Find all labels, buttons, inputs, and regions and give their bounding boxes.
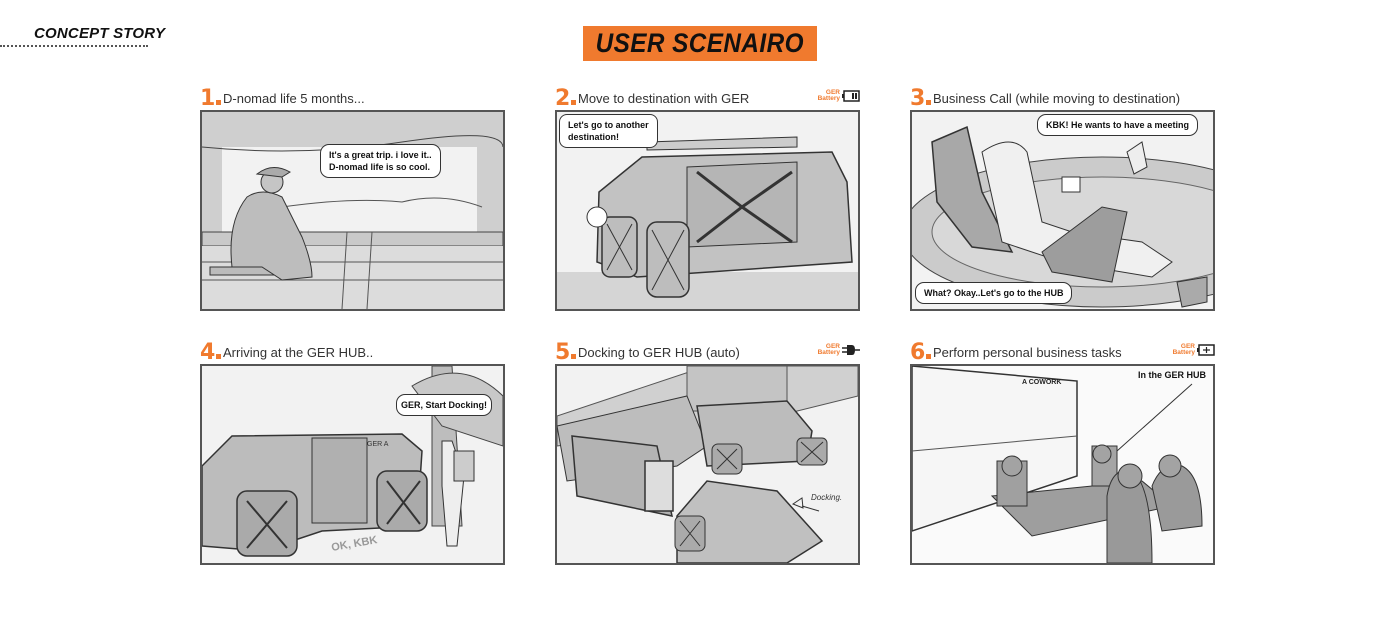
sketch-arriving-hub: OK, KBK GER A xyxy=(202,366,503,557)
battery-label-bottom: Battery xyxy=(1172,349,1195,356)
panel-caption: Business Call (while moving to destinati… xyxy=(933,91,1181,106)
speech-bubble: KBK! He wants to have a meeting xyxy=(1037,114,1199,136)
vehicle-label: GER A xyxy=(367,441,389,448)
storyboard-panel-4: 4 Arriving at the GER HUB.. OK, KBK GER … xyxy=(200,340,505,565)
sketch-frame: A COWORK In the GER HUB xyxy=(910,364,1215,565)
speech-bubble: Let's go to another destination! xyxy=(559,114,658,148)
speech-line: What? Okay..Let's go to the HUB xyxy=(924,288,1064,298)
battery-half-icon xyxy=(842,90,860,102)
speech-bubble-reply: What? Okay..Let's go to the HUB xyxy=(915,282,1073,304)
speech-line: D-nomad life is so cool. xyxy=(329,162,431,172)
sketch-camping-scene xyxy=(202,112,503,309)
sketch-cowork-meeting: A COWORK xyxy=(912,366,1203,563)
location-label: In the GER HUB xyxy=(1138,370,1207,380)
sketch-frame: KBK! He wants to have a meeting What? Ok… xyxy=(910,110,1215,311)
page-title: USER SCENAIRO xyxy=(595,28,805,58)
panel-caption: Arriving at the GER HUB.. xyxy=(223,345,374,360)
dotted-divider xyxy=(0,45,148,47)
sketch-frame: OK, KBK GER A GER, Start Docking! xyxy=(200,364,505,565)
panel-caption: Perform personal business tasks xyxy=(933,345,1122,360)
speech-line: Let's go to another xyxy=(568,120,649,130)
cowork-sign: A COWORK xyxy=(1022,379,1061,386)
ground-projection-text: OK, KBK xyxy=(330,534,378,554)
battery-label-top: GER xyxy=(825,343,840,350)
storyboard-panel-1: 1 D-nomad life 5 months... It's a great … xyxy=(200,86,505,311)
panel-number: 2 xyxy=(555,86,576,111)
panel-number: 1 xyxy=(200,86,221,111)
sketch-frame: Let's go to another destination! xyxy=(555,110,860,311)
panel-number: 5 xyxy=(555,340,576,365)
panel-caption: Docking to GER HUB (auto) xyxy=(578,345,740,360)
speech-line: destination! xyxy=(568,132,619,142)
sketch-vehicle-rear xyxy=(557,136,858,309)
sketch-reclining-seat xyxy=(912,125,1213,308)
panel-number: 4 xyxy=(200,340,221,365)
title-banner: USER SCENAIRO xyxy=(583,26,817,61)
speech-line: It's a great trip. i love it.. xyxy=(329,150,432,160)
storyboard-panel-3: 3 Business Call (while moving to destina… xyxy=(910,86,1215,311)
panel-number: 6 xyxy=(910,340,931,365)
battery-label-top: GER xyxy=(1180,343,1195,350)
panel-caption: Move to destination with GER xyxy=(578,91,750,106)
speech-line: KBK! He wants to have a meeting xyxy=(1046,120,1190,130)
docking-annotation: Docking. xyxy=(811,493,842,502)
sketch-frame: It's a great trip. i love it.. D-nomad l… xyxy=(200,110,505,311)
speech-bubble: It's a great trip. i love it.. D-nomad l… xyxy=(320,144,441,178)
panel-number: 3 xyxy=(910,86,931,111)
sketch-frame: Docking. xyxy=(555,364,860,565)
battery-label-bottom: Battery xyxy=(817,349,840,356)
battery-label-top: GER xyxy=(825,89,840,96)
panel-caption: D-nomad life 5 months... xyxy=(223,91,365,106)
battery-charging-icon xyxy=(1197,344,1215,356)
speech-bubble: GER, Start Docking! xyxy=(396,394,493,416)
sketch-docking: Docking. xyxy=(557,366,858,563)
speech-line: GER, Start Docking! xyxy=(401,400,488,410)
plug-icon xyxy=(842,345,860,355)
battery-label-bottom: Battery xyxy=(817,95,840,102)
section-label: CONCEPT STORY xyxy=(34,25,166,42)
